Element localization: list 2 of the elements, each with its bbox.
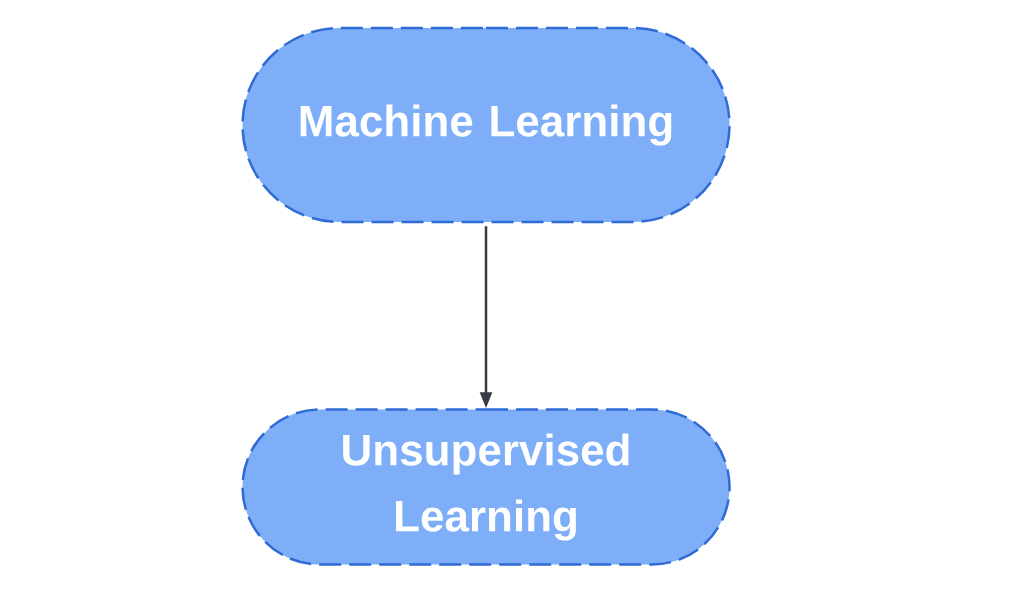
process-stadium: Machine Learning [241, 26, 731, 224]
process-stadium: Unsupervised Learning [241, 408, 731, 566]
